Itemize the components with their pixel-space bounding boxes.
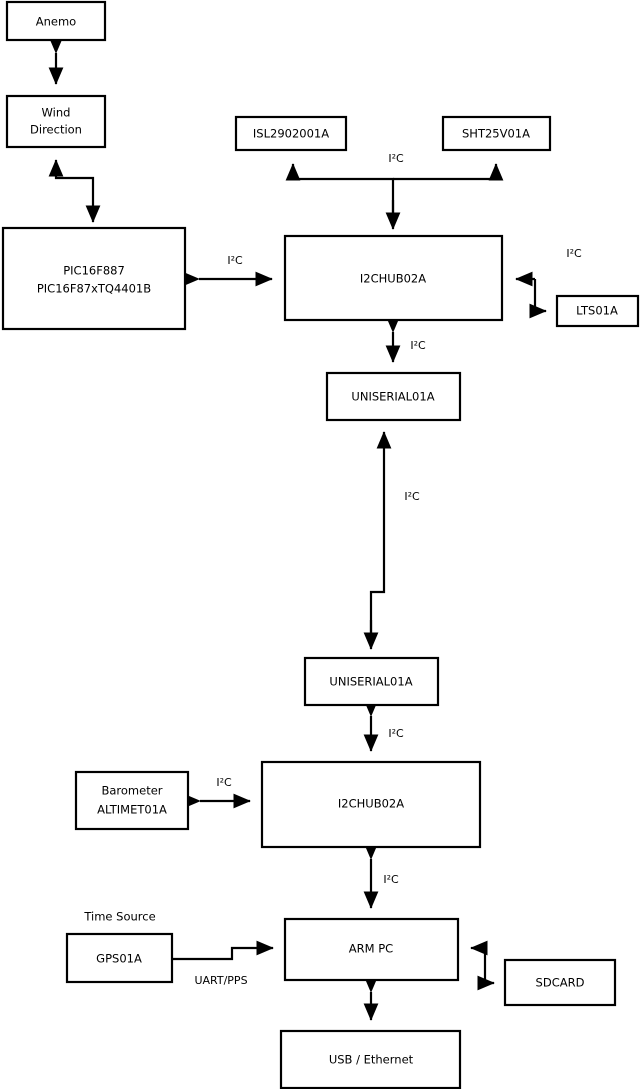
edge-line-hub-isl [285,163,395,223]
edge-pic-hub-top: I²C [182,254,273,287]
node-label-usb-ethernet: USB / Ethernet [329,1053,414,1067]
node-label-gps: GPS01A [96,952,142,966]
edge-uniserial-link: I²C [363,431,420,650]
node-label-wind-direction-line2: Direction [30,123,82,137]
edge-line-armpc-to-sdcard [477,948,495,991]
edge-line-hub-to-lts [529,279,547,319]
node-box-pic[interactable] [1,226,187,331]
node-wind-direction[interactable]: Wind Direction [5,94,107,149]
node-arm-pc[interactable]: ARM PC [283,917,460,982]
edge-line-pic-wind [48,159,95,216]
node-label-pic-line2: PIC16F87xTQ4401B [37,282,151,296]
node-gps[interactable]: GPS01A [65,932,174,984]
node-lts[interactable]: LTS01A [555,294,640,328]
node-box-uniserial-bottom[interactable] [303,656,440,707]
node-box-sht[interactable] [441,115,552,152]
node-usb-ethernet[interactable]: USB / Ethernet [279,1029,462,1089]
node-label-barometer-line2: ALTIMET01A [97,803,167,817]
edge-line-uniserial-up [369,431,392,636]
edge-label-hub-sensors: I²C [388,152,404,165]
node-uniserial-top[interactable]: UNISERIAL01A [325,371,462,422]
edge-gps-armpc: UART/PPS [172,940,274,987]
node-label-hub-bottom: I2CHUB02A [338,797,404,811]
node-box-uniserial-top[interactable] [325,371,462,422]
node-isl[interactable]: ISL2902001A [234,115,348,152]
node-label-pic-line1: PIC16F887 [63,264,125,278]
node-label-isl: ISL2902001A [253,127,329,141]
node-box-sdcard[interactable] [503,958,617,1007]
edge-label-uniserial-bot-hub-bot: I²C [388,727,404,740]
edge-uniserial-bot-hub-bot: I²C [363,699,404,752]
node-hub-bottom[interactable]: I2CHUB02A [260,760,482,849]
edge-line-hub-sht [393,163,504,181]
edge-label-barometer-hub-bot: I²C [216,776,232,789]
node-label-uniserial-bottom: UNISERIAL01A [329,675,412,689]
node-pic[interactable]: PIC16F887 PIC16F87xTQ4401B [1,226,187,331]
edge-pic-wind [48,159,101,223]
edge-label-uniserial-link: I²C [404,490,420,503]
node-box-isl[interactable] [234,115,348,152]
node-hub-top[interactable]: I2CHUB02A [283,234,504,322]
edge-label-hub-uniserial-top: I²C [410,339,426,352]
edge-label-hub-lts: I²C [566,247,582,260]
node-box-lts[interactable] [555,294,640,328]
node-box-hub-bottom[interactable] [260,760,482,849]
edge-hub-top-sensors: I²C [285,152,504,230]
edge-label-hub-bot-armpc: I²C [383,873,399,886]
edge-hub-bot-armpc: I²C [363,842,399,909]
node-sht[interactable]: SHT25V01A [441,115,552,152]
node-box-gps[interactable] [65,932,174,984]
edge-label-gps-armpc: UART/PPS [194,974,247,987]
node-label-sht: SHT25V01A [462,127,530,141]
edge-layer: I²C I²C I²C I²C [48,36,582,1021]
node-box-barometer[interactable] [74,770,190,831]
node-sdcard[interactable]: SDCARD [503,958,617,1007]
node-label-hub-top: I2CHUB02A [360,272,426,286]
node-box-arm-pc[interactable] [283,917,460,982]
node-barometer[interactable]: Barometer ALTIMET01A [74,770,190,831]
free-label-layer: Time Source [83,910,155,924]
node-box-hub-top[interactable] [283,234,504,322]
node-label-anemo: Anemo [36,15,76,29]
node-label-wind-direction-line1: Wind [42,106,71,120]
edge-label-pic-hub-top: I²C [227,254,243,267]
node-label-arm-pc: ARM PC [349,942,393,956]
node-label-uniserial-top: UNISERIAL01A [351,390,434,404]
label-time-source: Time Source [83,910,155,924]
edge-barometer-hub-bot: I²C [183,776,251,809]
node-box-anemo[interactable] [5,0,107,42]
node-label-barometer-line1: Barometer [101,784,162,798]
edge-line-gps-armpc [172,940,274,961]
edge-hub-top-uniserial-top: I²C [385,315,426,363]
node-uniserial-bottom[interactable]: UNISERIAL01A [303,656,440,707]
node-anemo[interactable]: Anemo [5,0,107,42]
node-box-usb-ethernet[interactable] [279,1029,462,1089]
node-label-sdcard: SDCARD [536,976,585,990]
node-box-wind-direction[interactable] [5,94,107,149]
node-label-lts: LTS01A [576,304,618,318]
edge-armpc-sdcard [470,940,495,991]
edge-hub-top-lts: I²C [515,247,582,319]
